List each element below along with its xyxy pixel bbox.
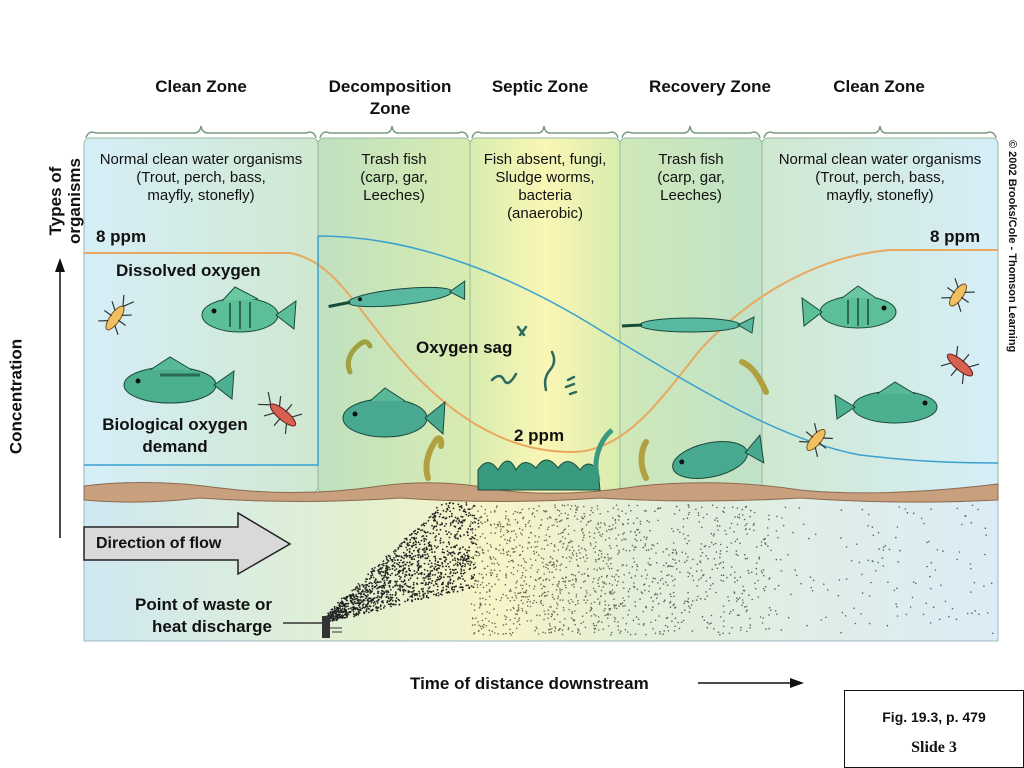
figure-reference-box: Fig. 19.3, p. 479 Slide 3 (844, 690, 1024, 768)
carp-icon (672, 433, 765, 479)
organism-line: (anaerobic) (507, 205, 583, 222)
leech-icon (345, 339, 373, 375)
organism-line: mayfly, stonefly) (147, 187, 255, 204)
organism-line: Sludge worms, (495, 169, 595, 186)
bod-label-line: demand (142, 437, 208, 456)
perch-icon (801, 285, 897, 329)
ppm-label-left: 8 ppm (96, 227, 147, 246)
bass-icon (123, 356, 235, 404)
leech-icon (739, 359, 769, 395)
organisms-clean-1: Normal clean water organisms (Trout, per… (84, 151, 318, 205)
ppm-label-right: 8 ppm (930, 227, 981, 246)
zone-title-decomposition: Decomposition Zone (312, 76, 468, 120)
organisms-septic: Fish absent, fungi, Sludge worms, bacter… (470, 151, 620, 223)
concentration-axis-arrow (55, 258, 65, 538)
gar-icon (328, 280, 466, 308)
gar-icon (621, 316, 755, 334)
organism-line: (carp, gar, (360, 169, 428, 186)
pollutant-particles (325, 501, 994, 636)
direction-of-flow-arrow (83, 511, 292, 576)
zone-title-recovery: Recovery Zone (649, 77, 771, 96)
mayfly-icon (941, 278, 975, 312)
slide-number: Slide 3 (911, 739, 957, 756)
discharge-pipe (283, 616, 342, 638)
oxygen-sag-label: Oxygen sag (416, 338, 513, 357)
perch-icon (201, 286, 297, 333)
organism-line: Trash fish (361, 151, 427, 168)
organism-line: Normal clean water organisms (778, 151, 982, 168)
zone-title-clean-2: Clean Zone (833, 77, 925, 96)
organism-line: Fish absent, fungi, (483, 151, 607, 168)
organism-line: Leeches) (660, 187, 722, 204)
mayfly-icon (98, 294, 134, 335)
organism-line: Normal clean water organisms (99, 151, 303, 168)
stonefly-icon (940, 345, 980, 385)
discharge-point-label: Point of waste or heat discharge (100, 594, 272, 638)
concentration-axis-label: Concentration (6, 338, 26, 455)
bod-label-line: Biological oxygen (102, 415, 248, 434)
zone-title-line: Decomposition (328, 77, 452, 96)
organism-line: (Trout, perch, bass, (815, 169, 945, 186)
organism-line: Trash fish (658, 151, 724, 168)
septic-debris-icon (477, 428, 614, 491)
stonefly-icon (257, 392, 303, 435)
bass-icon (834, 381, 938, 424)
organism-line: Leeches) (363, 187, 425, 204)
ppm-label-low: 2 ppm (514, 426, 565, 445)
zone-title-clean-1: Clean Zone (155, 77, 247, 96)
sludge-worms-icon (490, 325, 578, 396)
direction-of-flow-label: Direction of flow (96, 535, 222, 552)
leech-icon (638, 439, 649, 481)
types-of-organisms-label: Types of organisms (46, 151, 84, 251)
types-label-line: Types of (46, 166, 65, 236)
copyright-text: © 2002 Brooks/Cole - Thomson Learning (1006, 140, 1018, 353)
zone-braces (85, 125, 997, 139)
discharge-label-line: Point of waste or (135, 595, 272, 614)
figure-number: Fig. 19.3, p. 479 (882, 709, 986, 725)
zone-title-septic: Septic Zone (491, 77, 589, 96)
carp-icon (342, 387, 446, 438)
discharge-label-line: heat discharge (152, 617, 272, 636)
downstream-axis-arrow (698, 678, 804, 688)
riverbed-sediment (83, 481, 999, 503)
organism-line: mayfly, stonefly) (826, 187, 934, 204)
organism-line: bacteria (518, 187, 572, 204)
zone-title-line: Zone (369, 99, 411, 118)
mayfly-icon (799, 422, 833, 458)
x-axis-label: Time of distance downstream (410, 674, 649, 693)
dissolved-oxygen-label: Dissolved oxygen (116, 261, 261, 280)
bod-curve (84, 235, 999, 466)
organisms-recovery: Trash fish (carp, gar, Leeches) (620, 151, 762, 205)
organism-line: (Trout, perch, bass, (136, 169, 266, 186)
leech-icon (423, 435, 445, 481)
bod-label: Biological oxygen demand (86, 414, 264, 458)
organism-illustrations (98, 278, 980, 491)
organisms-clean-2: Normal clean water organisms (Trout, per… (762, 151, 998, 205)
organism-line: (carp, gar, (657, 169, 725, 186)
types-label-line: organisms (65, 158, 84, 244)
dissolved-oxygen-curve (84, 249, 998, 454)
organisms-decomposition: Trash fish (carp, gar, Leeches) (318, 151, 470, 205)
